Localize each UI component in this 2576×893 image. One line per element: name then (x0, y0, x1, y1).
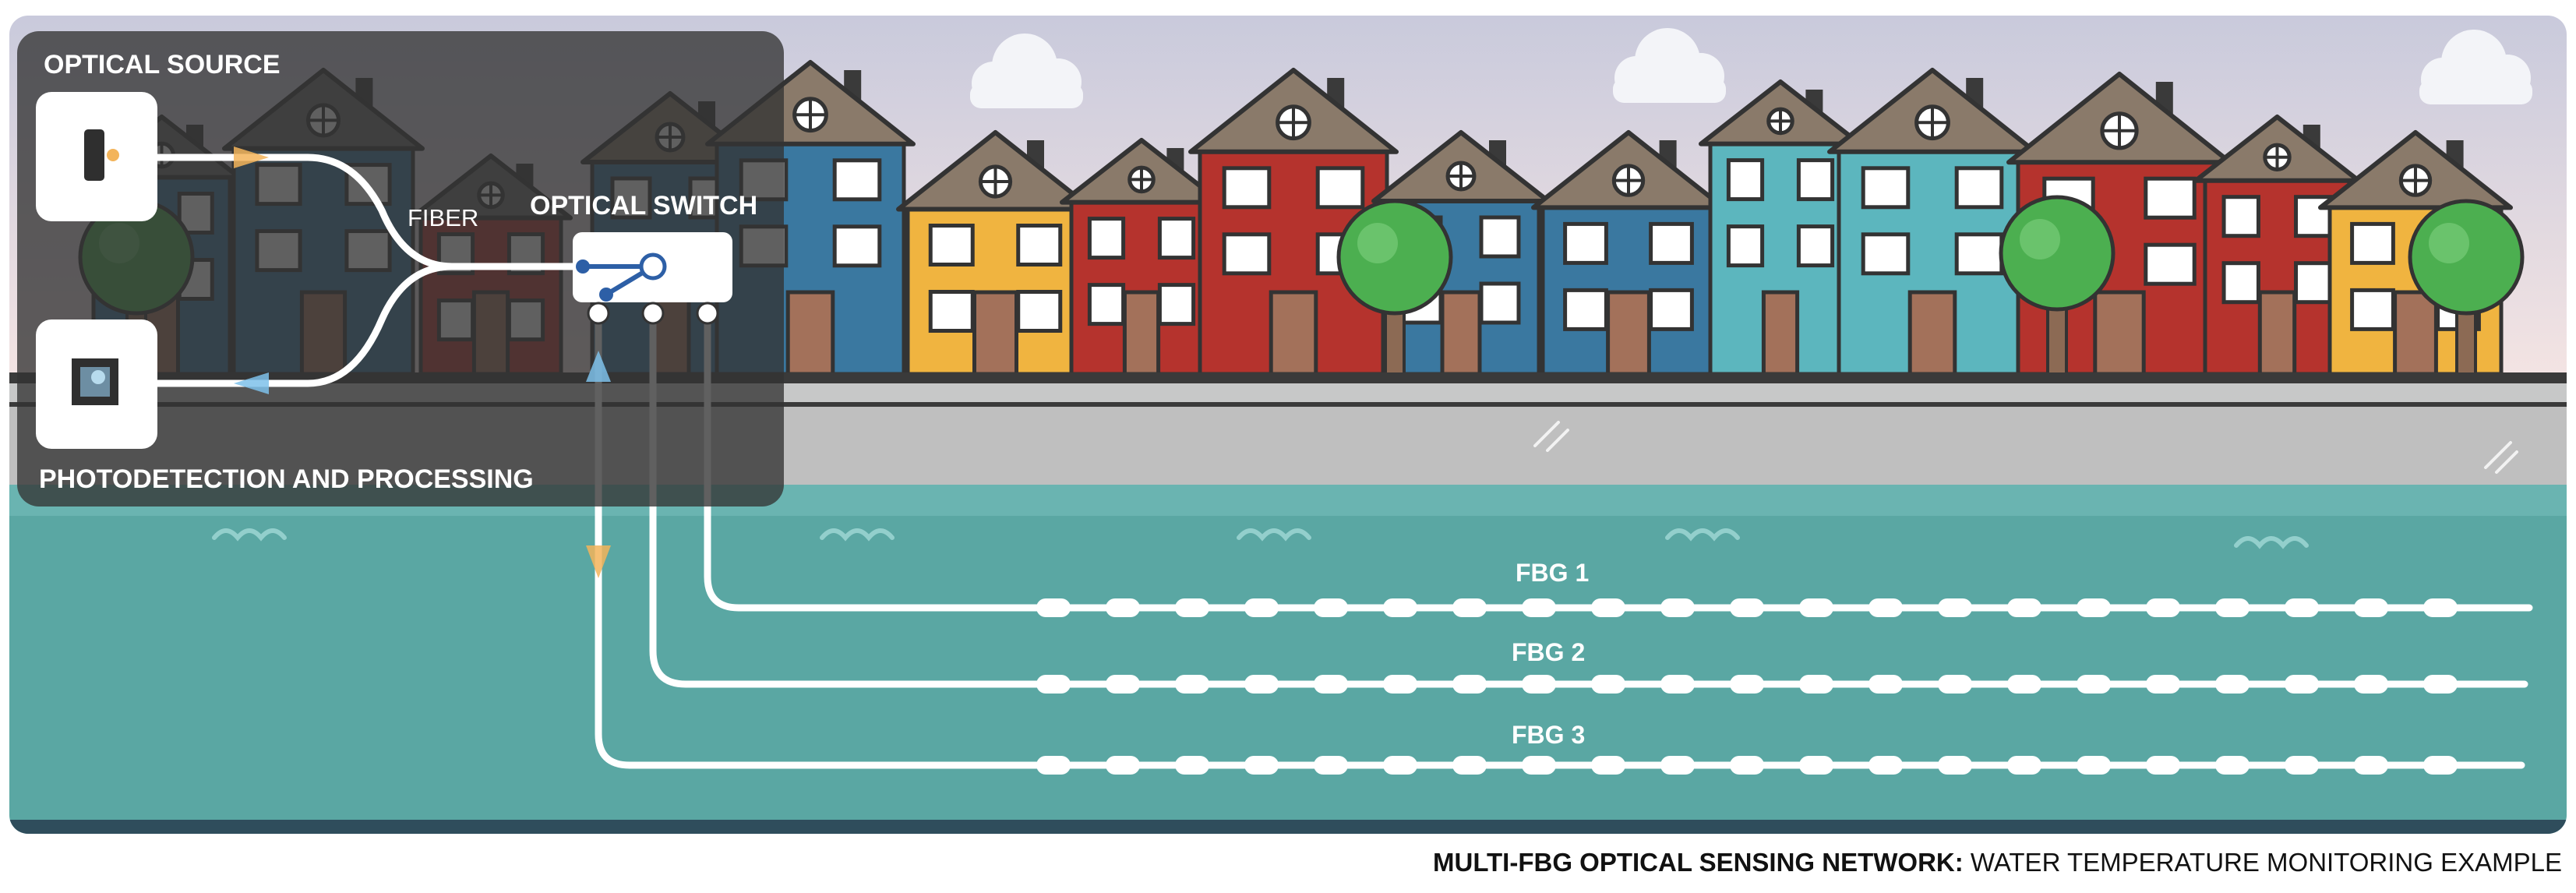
fbg-grating (1591, 675, 1625, 694)
fbg-grating (1175, 675, 1209, 694)
fbg-grating (1314, 598, 1348, 617)
fbg-grating (1522, 675, 1556, 694)
fbg-grating (1175, 598, 1209, 617)
fbg-grating (1383, 675, 1417, 694)
fbg-grating (2077, 756, 2111, 775)
water (9, 485, 2567, 834)
fbg-grating (2146, 675, 2180, 694)
fbg-grating (1938, 598, 1972, 617)
fbg-grating (1106, 756, 1140, 775)
figure-caption: MULTI-FBG OPTICAL SENSING NETWORK: WATER… (1433, 848, 2562, 877)
fbg-grating (2215, 598, 2250, 617)
fbg-grating (1244, 675, 1279, 694)
return-arrow-icon (234, 372, 269, 394)
fbg-grating (1244, 756, 1279, 775)
fbg-grating (1868, 675, 1903, 694)
fbg-grating (1799, 756, 1833, 775)
fbg-grating (2423, 756, 2458, 775)
fbg-grating (2354, 756, 2388, 775)
fbg-grating (1799, 675, 1833, 694)
fbg-grating (1660, 598, 1695, 617)
fbg-grating (1106, 598, 1140, 617)
fbg-grating (1244, 598, 1279, 617)
house (1060, 138, 1223, 376)
fbg-grating (2423, 675, 2458, 694)
up-arrow-icon (586, 351, 611, 382)
fbg-gratings (1036, 598, 2458, 775)
photodetection-label: PHOTODETECTION AND PROCESSING (39, 464, 534, 494)
fbg-grating (2007, 598, 2041, 617)
fbg-grating (2354, 675, 2388, 694)
fbg-grating (2354, 598, 2388, 617)
fbg-grating (1660, 756, 1695, 775)
fbg-grating (2215, 675, 2250, 694)
fbg-grating (2007, 756, 2041, 775)
fbg-grating (2146, 598, 2180, 617)
fbg1-label: FBG 1 (1516, 559, 1589, 587)
optical-switch-label: OPTICAL SWITCH (530, 191, 757, 221)
laser-source-icon (84, 129, 119, 181)
optical-switch-icon (576, 252, 667, 302)
down-arrow-icon (586, 545, 611, 578)
photodetector-icon (72, 358, 118, 405)
optical-source-label: OPTICAL SOURCE (44, 50, 281, 79)
fbg-grating (1522, 598, 1556, 617)
fbg-grating (1452, 675, 1487, 694)
house (2193, 115, 2361, 376)
fbg-grating (1868, 756, 1903, 775)
fbg-grating (1591, 598, 1625, 617)
fbg-grating (1799, 598, 1833, 617)
fbg-grating (1106, 675, 1140, 694)
fbg-grating (1036, 675, 1071, 694)
fbg-grating (2285, 756, 2319, 775)
caption-title: MULTI-FBG OPTICAL SENSING NETWORK: (1433, 848, 1964, 877)
forward-arrow-icon (234, 146, 269, 168)
fbg-grating (2007, 675, 2041, 694)
fbg-grating (2285, 675, 2319, 694)
house (1531, 130, 1726, 376)
fbg-grating (2285, 598, 2319, 617)
fbg-grating (1314, 675, 1348, 694)
fbg-grating (1452, 756, 1487, 775)
house (896, 130, 1095, 376)
fbg-grating (1036, 756, 1071, 775)
fbg-grating (1730, 598, 1764, 617)
fbg-grating (2215, 756, 2250, 775)
fbg-grating (2077, 675, 2111, 694)
cloud-icon (970, 28, 2532, 108)
fbg2-label: FBG 2 (1512, 638, 1585, 666)
switch-ports (587, 302, 719, 325)
tree-icon (1999, 195, 2115, 376)
fbg-grating (1314, 756, 1348, 775)
fbg-grating (1938, 675, 1972, 694)
fbg-grating (1591, 756, 1625, 775)
fbg-grating (1660, 675, 1695, 694)
fbg-grating (2146, 756, 2180, 775)
fbg-grating (1036, 598, 1071, 617)
house (1827, 68, 2038, 376)
caption-subtitle: WATER TEMPERATURE MONITORING EXAMPLE (1963, 848, 2562, 877)
fbg-grating (1383, 756, 1417, 775)
fbg-grating (1522, 756, 1556, 775)
fbg-grating (2077, 598, 2111, 617)
instrument-panel (17, 31, 784, 507)
fbg-grating (1452, 598, 1487, 617)
source-detector-fibers (152, 154, 587, 387)
fbg-grating (1383, 598, 1417, 617)
tree-icon (2408, 199, 2525, 376)
tree-icon (1336, 199, 1453, 376)
fbg-fibers (595, 304, 2533, 769)
fbg-grating (1868, 598, 1903, 617)
fbg-grating (1730, 756, 1764, 775)
fbg-grating (1730, 675, 1764, 694)
fbg-grating (1938, 756, 1972, 775)
wave-icon (212, 528, 2309, 549)
fbg3-label: FBG 3 (1512, 721, 1585, 749)
house (1699, 79, 1862, 376)
fiber-label: FIBER (408, 204, 478, 231)
fbg-grating (2423, 598, 2458, 617)
fbg-grating (1175, 756, 1209, 775)
